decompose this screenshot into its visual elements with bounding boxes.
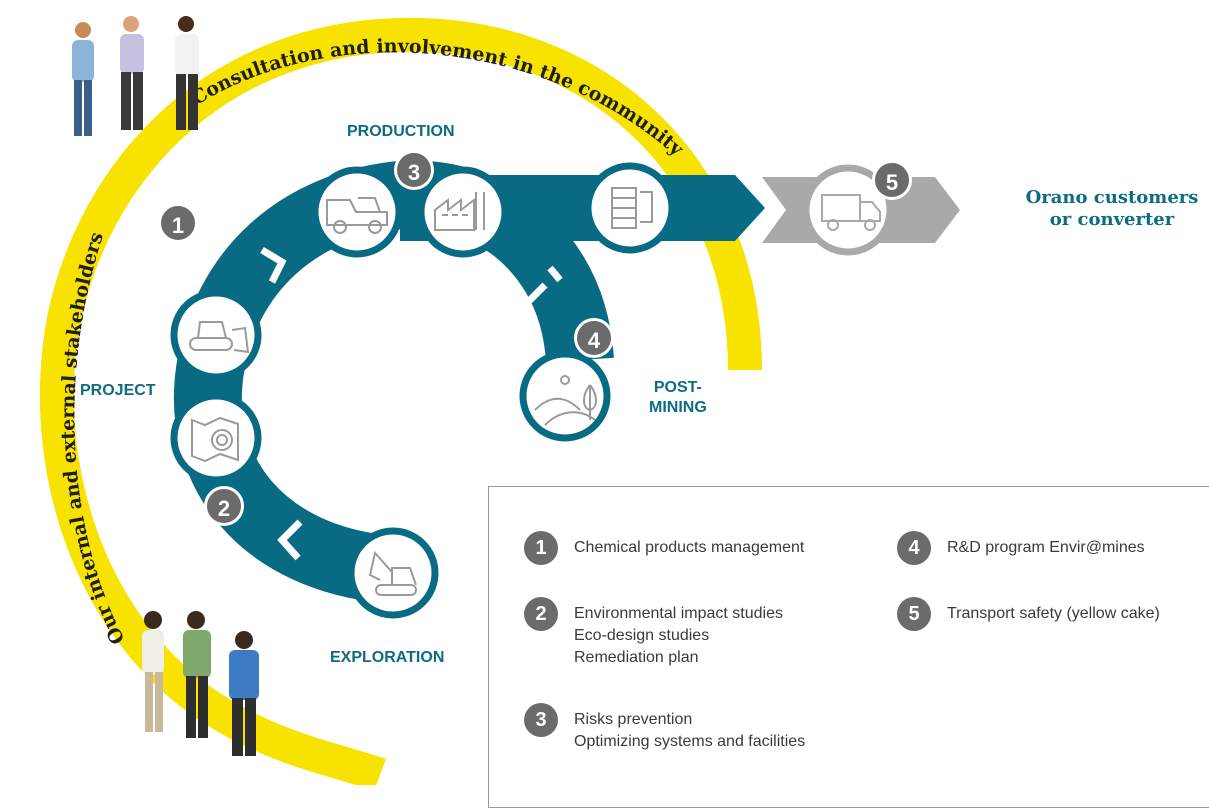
badge-5: 5 [872, 160, 912, 200]
diagram-canvas: Consultation and involvement in the comm… [39, 16, 960, 785]
stage-label-project: PROJECT [80, 382, 156, 399]
legend-number: 1 [524, 531, 558, 565]
badge-1: 1 [158, 203, 198, 243]
chevron-right-icon [260, 246, 287, 284]
legend-text: R&D program Envir@mines [947, 539, 1145, 556]
excavator-icon [347, 527, 439, 619]
stage-label-exploration: EXPLORATION [330, 649, 445, 666]
legend-text: Transport safety (yellow cake) [947, 605, 1160, 622]
legend-item-2: 2 Environmental impact studies Eco-desig… [524, 597, 783, 669]
badge-2: 2 [204, 486, 244, 526]
destination-line-1: Orano customers [1025, 187, 1199, 208]
badge-4: 4 [574, 318, 614, 358]
legend-text: Eco-design studies [574, 627, 710, 644]
legend-item-1: 1 Chemical products management [524, 531, 805, 565]
chevron-down-icon [509, 282, 548, 307]
legend-text: Risks prevention [574, 711, 693, 728]
legend-number: 5 [897, 597, 931, 631]
destination-line-2: or converter [1049, 209, 1175, 230]
legend-box: 1 Chemical products management 2 Environ… [488, 486, 1209, 808]
truck-icon [802, 164, 894, 256]
stage-label-post-mining: POST- MINING [649, 378, 707, 418]
legend-item-5: 5 Transport safety (yellow cake) [897, 597, 1160, 631]
factory-icon [417, 166, 509, 258]
legend-text: Optimizing systems and facilities [574, 733, 806, 750]
legend-item-3: 3 Risks prevention Optimizing systems an… [524, 703, 806, 753]
community-arc [39, 17, 762, 785]
legend-number: 3 [524, 703, 558, 737]
legend-number: 4 [897, 531, 931, 565]
legend-text: Remediation plan [574, 649, 699, 666]
legend-number: 2 [524, 597, 558, 631]
map-icon [170, 392, 262, 484]
stage-label-production: PRODUCTION [347, 123, 455, 140]
destination-label: Orano customers or converter [1022, 187, 1202, 231]
people-icon [142, 611, 259, 756]
post-mining-line-2: MINING [649, 399, 707, 416]
legend-item-4: 4 R&D program Envir@mines [897, 531, 1145, 565]
chevron-left-icon [277, 519, 303, 561]
bulldozer-icon [170, 289, 262, 381]
legend-text: Chemical products management [574, 539, 805, 556]
post-mining-line-1: POST- [653, 379, 702, 396]
chevron-down-icon [547, 265, 563, 283]
landscape-icon [519, 350, 611, 442]
drums-icon [584, 162, 676, 254]
legend-text: Environmental impact studies [574, 605, 783, 622]
badge-3: 3 [394, 150, 434, 190]
dump-truck-icon [311, 166, 403, 258]
people-icon [72, 16, 199, 136]
